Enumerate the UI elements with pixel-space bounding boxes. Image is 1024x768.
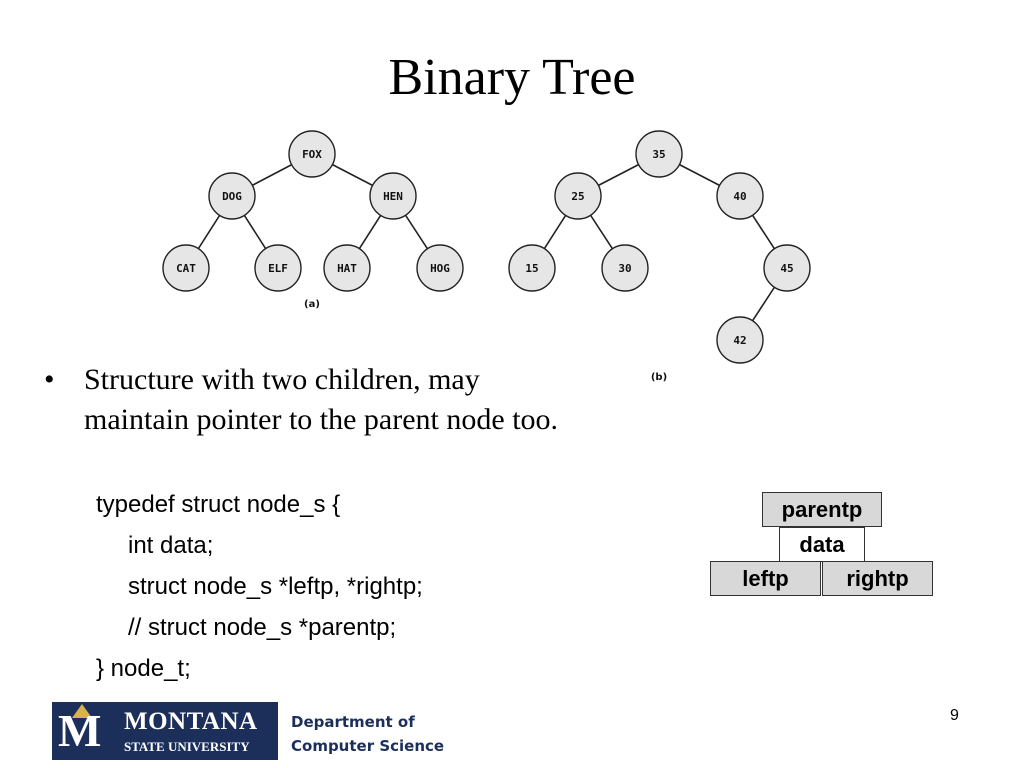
tree-b-node-40: 40 [716, 172, 764, 220]
tree-a-node-fox: FOX [288, 130, 336, 178]
code-line-4: // struct node_s *parentp; [128, 614, 397, 641]
node-label: 40 [733, 190, 746, 203]
node-label: 42 [733, 334, 746, 347]
tree-b-node-45: 45 [763, 244, 811, 292]
tree-a-node-dog: DOG [208, 172, 256, 220]
code-line-3: struct node_s *leftp, *rightp; [128, 573, 423, 600]
tree-b-node-15: 15 [508, 244, 556, 292]
node-label: 15 [525, 262, 538, 275]
node-label: HOG [430, 262, 450, 275]
node-label: HEN [383, 190, 403, 203]
parentp-box: parentp [762, 492, 882, 527]
node-label: CAT [176, 262, 196, 275]
tree-a-node-hat: HAT [323, 244, 371, 292]
tree-b-node-30: 30 [601, 244, 649, 292]
node-label: HAT [337, 262, 357, 275]
code-line-1: typedef struct node_s { [96, 491, 341, 518]
code-line-5: } node_t; [96, 655, 191, 682]
data-box: data [779, 527, 865, 562]
code-block: typedef struct node_s { int data; struct… [96, 484, 423, 689]
node-label: DOG [222, 190, 242, 203]
tree-a-node-cat: CAT [162, 244, 210, 292]
tree-a-node-elf: ELF [254, 244, 302, 292]
logo-letter-m: M [58, 705, 102, 756]
tree-b-node-42: 42 [716, 316, 764, 364]
tree-a-caption: (a) [304, 299, 320, 310]
leftp-box: leftp [710, 561, 821, 596]
node-label: 35 [652, 148, 665, 161]
mountain-peak-icon [72, 704, 92, 718]
tree-a-node-hen: HEN [369, 172, 417, 220]
binary-tree-figures: FOX DOG HEN CAT ELF HAT HOG (a) 35 25 40… [162, 130, 811, 383]
department-line-1: Department of [291, 713, 415, 731]
node-label: ELF [268, 262, 288, 275]
tree-b-node-25: 25 [554, 172, 602, 220]
node-label: 45 [780, 262, 793, 275]
department-line-2: Computer Science [291, 737, 445, 755]
tree-b-node-35: 35 [635, 130, 683, 178]
node-label: 25 [571, 190, 584, 203]
page-number: 9 [950, 707, 959, 724]
department-label: Department of Computer Science [291, 710, 444, 758]
montana-state-logo: M MONTANA STATE UNIVERSITY [52, 702, 278, 760]
node-label: 30 [618, 262, 631, 275]
logo-name: MONTANA [124, 708, 258, 735]
code-line-2: int data; [128, 532, 214, 559]
rightp-box: rightp [822, 561, 933, 596]
slide-title: Binary Tree [388, 49, 636, 106]
bullet-marker: • [44, 363, 55, 396]
bullet-text: Structure with two children, may maintai… [84, 363, 559, 436]
tree-b-caption: (b) [651, 372, 667, 383]
tree-a-node-hog: HOG [416, 244, 464, 292]
logo-subtitle: STATE UNIVERSITY [124, 739, 250, 754]
node-label: FOX [302, 148, 322, 161]
